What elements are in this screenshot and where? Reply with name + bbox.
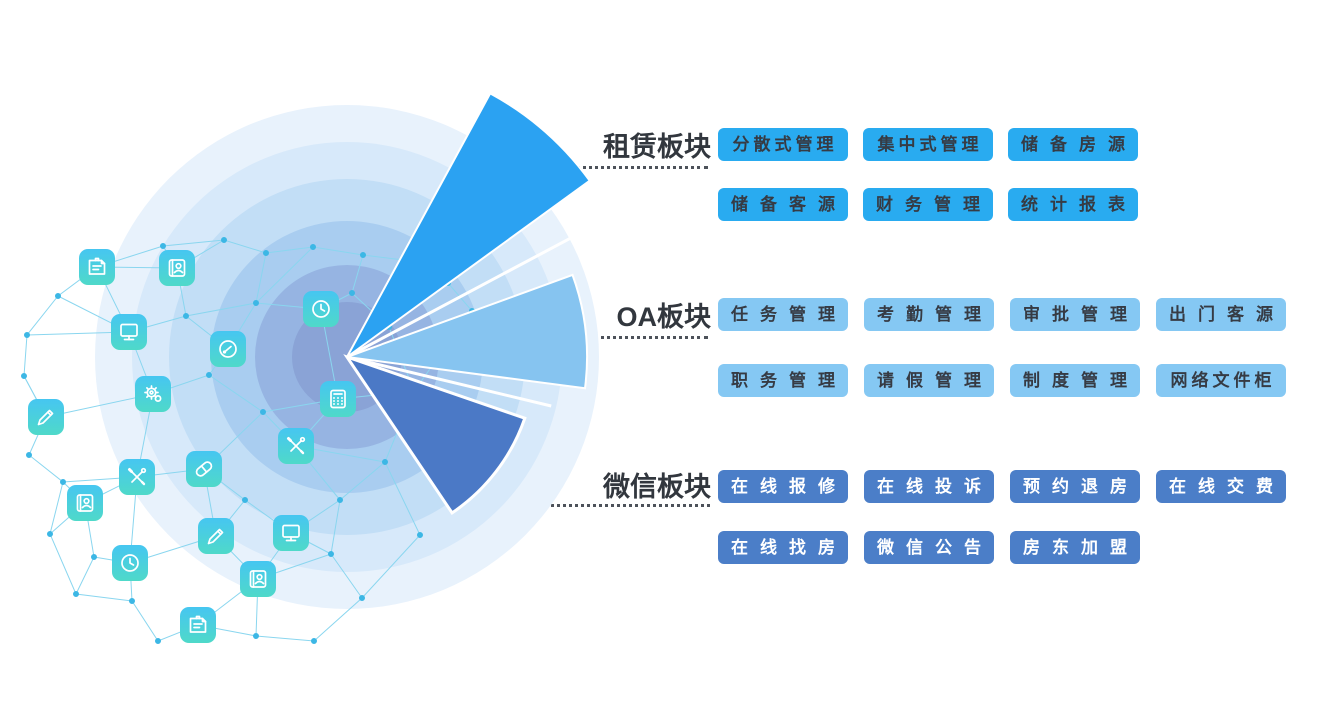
wedge-wechat	[343, 354, 527, 515]
wedge-separator-lines	[346, 233, 578, 408]
section-oa-buttons: 任务管理 考勤管理 审批管理 出门客源 职务管理 请假管理 制度管理 网络文件柜	[718, 298, 1286, 397]
pencil-icon	[28, 399, 64, 435]
feature-button-wechat-2[interactable]: 在线投诉	[864, 470, 994, 503]
feature-button-rental-3[interactable]: 储备房源	[1008, 128, 1138, 161]
feature-button-oa-8[interactable]: 网络文件柜	[1156, 364, 1286, 397]
feature-button-wechat-6[interactable]: 微信公告	[864, 531, 994, 564]
wedge-oa	[346, 273, 588, 390]
contacts-book-icon	[67, 485, 103, 521]
section-oa-label: OA板块	[616, 302, 712, 332]
feature-button-oa-2[interactable]: 考勤管理	[864, 298, 994, 331]
wedge-rental	[346, 92, 592, 358]
section-rental-label: 租赁板块	[603, 132, 711, 162]
feature-button-oa-6[interactable]: 请假管理	[864, 364, 994, 397]
clock-icon	[303, 291, 339, 327]
monitor-icon	[273, 515, 309, 551]
contacts-book-icon	[240, 561, 276, 597]
section-wechat-buttons: 在线报修 在线投诉 预约退房 在线交费 在线找房 微信公告 房东加盟	[718, 470, 1286, 564]
capsule-icon	[186, 451, 222, 487]
tools-icon	[119, 459, 155, 495]
section-wechat-dotted-line	[425, 504, 710, 507]
feature-button-wechat-1[interactable]: 在线报修	[718, 470, 848, 503]
feature-button-oa-1[interactable]: 任务管理	[718, 298, 848, 331]
section-rental-dotted-line	[576, 166, 708, 169]
feature-button-rental-5[interactable]: 财务管理	[863, 188, 993, 221]
concentric-circles	[95, 105, 599, 609]
feature-button-oa-7[interactable]: 制度管理	[1010, 364, 1140, 397]
feature-button-rental-4[interactable]: 储备客源	[718, 188, 848, 221]
calculator-icon	[320, 381, 356, 417]
feature-button-wechat-4[interactable]: 在线交费	[1156, 470, 1286, 503]
clipboard-note-icon	[180, 607, 216, 643]
feature-button-wechat-3[interactable]: 预约退房	[1010, 470, 1140, 503]
clock-icon	[112, 545, 148, 581]
section-rental-buttons: 分散式管理 集中式管理 储备房源 储备客源 财务管理 统计报表	[718, 128, 1138, 221]
feature-button-oa-3[interactable]: 审批管理	[1010, 298, 1140, 331]
tools-icon	[278, 428, 314, 464]
feature-button-rental-6[interactable]: 统计报表	[1008, 188, 1138, 221]
radiating-wedges	[343, 92, 592, 515]
feature-button-rental-1[interactable]: 分散式管理	[718, 128, 848, 161]
section-wechat-label: 微信板块	[603, 472, 711, 502]
clipboard-note-icon	[79, 249, 115, 285]
pencil-icon	[198, 518, 234, 554]
feature-button-wechat-7[interactable]: 房东加盟	[1010, 531, 1140, 564]
contacts-book-icon	[159, 250, 195, 286]
network-mesh	[21, 237, 475, 644]
feature-button-oa-5[interactable]: 职务管理	[718, 364, 848, 397]
gears-icon	[135, 376, 171, 412]
feature-button-rental-2[interactable]: 集中式管理	[863, 128, 993, 161]
brain-network-graphic	[21, 92, 599, 644]
feature-button-wechat-5[interactable]: 在线找房	[718, 531, 848, 564]
section-oa-dotted-line	[576, 336, 708, 339]
module-icons	[28, 249, 356, 643]
gauge-icon	[210, 331, 246, 367]
feature-button-oa-4[interactable]: 出门客源	[1156, 298, 1286, 331]
monitor-icon	[111, 314, 147, 350]
